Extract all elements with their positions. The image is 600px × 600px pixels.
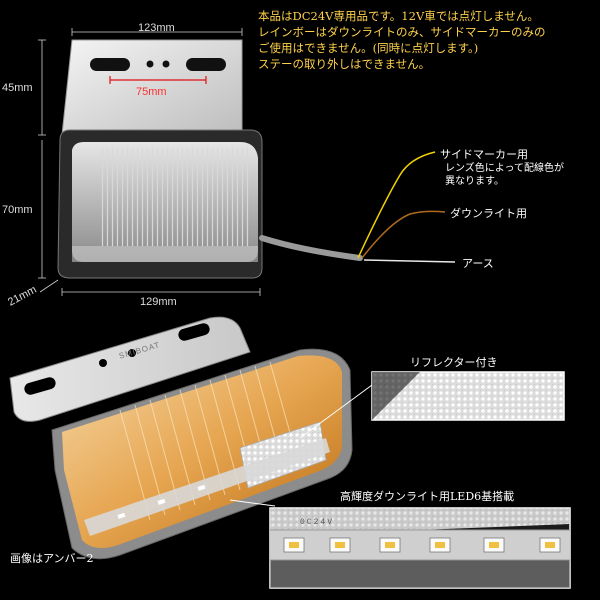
- side-marker-wire: [357, 151, 436, 259]
- product-photo: [9, 316, 353, 560]
- led-strip-print: 0C24V: [300, 518, 335, 527]
- reflector-label: リフレクター付き: [410, 356, 498, 369]
- notice-line-3: ご使用はできません。(同時に点灯します。): [258, 41, 479, 55]
- dimension-lines: [38, 28, 261, 296]
- notice-line-2: レインボーはダウンライトのみ、サイドマーカーのみの: [258, 25, 546, 39]
- side-marker-note: レンズ色によって配線色が 異なります。: [445, 163, 564, 187]
- mount-slot-left: [90, 58, 130, 71]
- dim-body-height: 70mm: [2, 204, 33, 216]
- reflector-leader: [299, 384, 373, 439]
- led-callout: [269, 507, 571, 589]
- side-marker-label: サイドマーカー用: [440, 148, 528, 161]
- mount-slot-right: [186, 58, 226, 71]
- cable: [259, 235, 363, 261]
- notice-line-4: ステーの取り外しはできません。: [258, 57, 431, 71]
- dim-hole-span: 75mm: [136, 86, 167, 98]
- led-leader: [229, 499, 276, 507]
- ground-wire: [363, 259, 456, 263]
- usage-notice: 本品はDC24V専用品です。12V車では点灯しません。 レインボーはダウンライト…: [258, 8, 598, 72]
- ground-label: アース: [462, 257, 494, 270]
- reflector-callout: [371, 371, 565, 421]
- dim-top-width: 123mm: [138, 22, 175, 34]
- notice-line-1: 本品はDC24V専用品です。12V車では点灯しません。: [258, 9, 539, 23]
- downlight-wire: [361, 210, 446, 259]
- led-label: 高輝度ダウンライト用LED6基搭載: [340, 490, 515, 503]
- dim-body-width: 129mm: [140, 296, 177, 308]
- marker-body-drawing: [57, 129, 263, 279]
- hole-span-line: [109, 76, 207, 84]
- downlight-label: ダウンライト用: [450, 207, 527, 220]
- dim-bracket-height: 45mm: [2, 82, 33, 94]
- photo-caption: 画像はアンバー2: [10, 552, 94, 565]
